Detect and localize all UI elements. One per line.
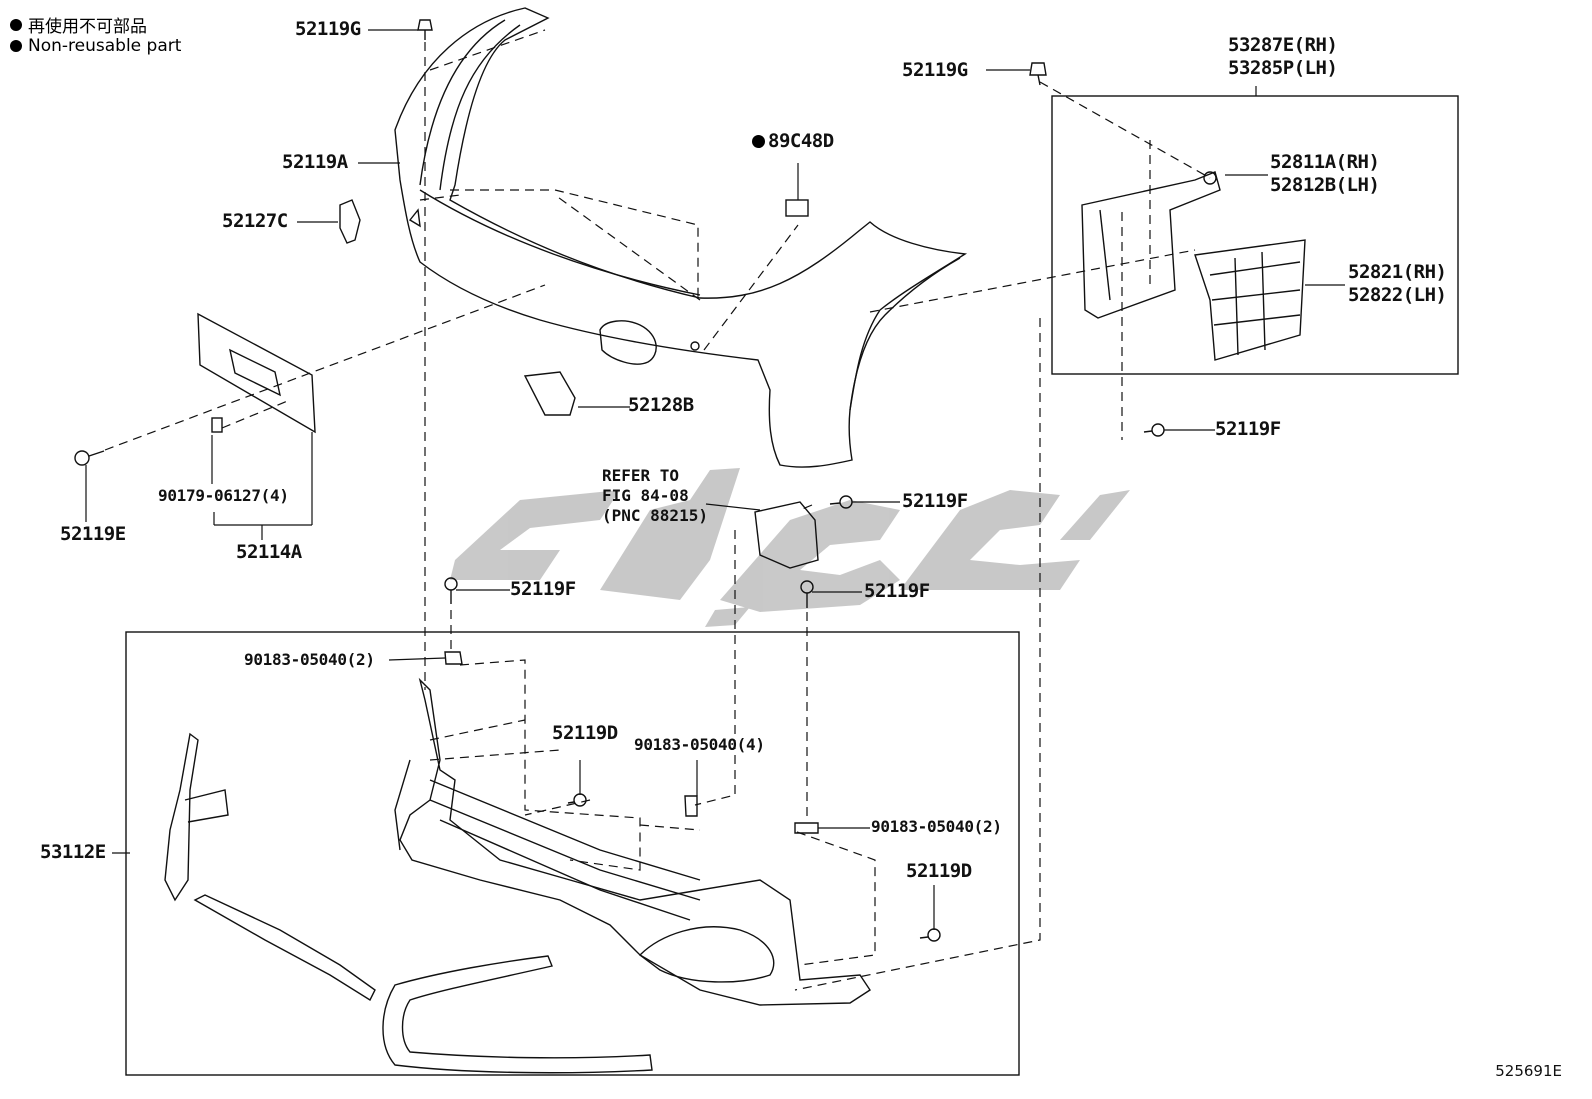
part-label-52119f-center[interactable]: 52119F bbox=[864, 580, 930, 602]
screw-52119f-right bbox=[1143, 423, 1165, 437]
watermark-logo bbox=[450, 468, 1130, 627]
part-label-52822[interactable]: 52822(LH) bbox=[1348, 284, 1447, 306]
lower-molding bbox=[382, 955, 653, 1074]
part-label-52119d-b[interactable]: 52119D bbox=[906, 860, 972, 882]
screw-52119e bbox=[74, 450, 105, 466]
screw-52119f-center bbox=[800, 580, 814, 608]
part-label-52119d-a[interactable]: 52119D bbox=[552, 722, 618, 744]
side-garnish-53112e bbox=[164, 732, 229, 902]
bullet-icon bbox=[10, 40, 22, 52]
part-label-52812b[interactable]: 52812B(LH) bbox=[1270, 174, 1380, 196]
part-label-53285p[interactable]: 53285P(LH) bbox=[1228, 57, 1338, 79]
bullet-icon bbox=[10, 18, 22, 31]
clip-90183-b bbox=[684, 795, 698, 817]
lower-grille-assembly bbox=[394, 677, 871, 1006]
clip-52127c bbox=[339, 199, 361, 244]
part-label-90183-c[interactable]: 90183-05040(2) bbox=[871, 817, 1002, 836]
upper-bumper-cover bbox=[394, 7, 968, 468]
part-label-52811a[interactable]: 52811A(RH) bbox=[1270, 151, 1380, 173]
screw-52119d-b bbox=[919, 928, 941, 942]
screw-52119f-left bbox=[444, 577, 458, 604]
side-bracket-52811a bbox=[1081, 171, 1221, 319]
lower-grille-box bbox=[125, 631, 1020, 1076]
part-label-52119f-mid[interactable]: 52119F bbox=[902, 490, 968, 512]
tab-89c48d bbox=[785, 199, 809, 217]
bracket-group-box bbox=[1051, 95, 1459, 375]
part-label-53287e[interactable]: 53287E(RH) bbox=[1228, 34, 1338, 56]
legend-row-english: Non-reusable part bbox=[10, 36, 181, 56]
part-label-90183-a[interactable]: 90183-05040(2) bbox=[244, 650, 375, 669]
screw-52119g-right bbox=[1029, 62, 1047, 86]
legend-english-text: Non-reusable part bbox=[28, 36, 182, 56]
legend-japanese-text: 再使用不可部品 bbox=[28, 17, 147, 37]
clip-90183-a bbox=[444, 651, 463, 665]
legend-row-japanese: 再使用不可部品 bbox=[10, 12, 147, 37]
part-label-52128b[interactable]: 52128B bbox=[628, 394, 694, 416]
part-label-52119g-right[interactable]: 52119G bbox=[902, 59, 968, 81]
part-label-52119f-right[interactable]: 52119F bbox=[1215, 418, 1281, 440]
screw-52119g-top bbox=[417, 19, 433, 40]
part-label-52119e[interactable]: 52119E bbox=[60, 523, 126, 545]
part-label-52821[interactable]: 52821(RH) bbox=[1348, 261, 1447, 283]
cap-52128b bbox=[523, 371, 576, 416]
part-label-52119a[interactable]: 52119A bbox=[282, 151, 348, 173]
diagram-id: 525691E bbox=[1495, 1062, 1562, 1080]
grille-insert-52821 bbox=[1194, 239, 1306, 361]
part-label-89c48d[interactable]: 89C48D bbox=[752, 130, 834, 152]
license-plate-bracket bbox=[197, 312, 316, 434]
refer-note[interactable]: REFER TO FIG 84-08 (PNC 88215) bbox=[602, 466, 708, 525]
part-label-52114a[interactable]: 52114A bbox=[236, 541, 302, 563]
center-bracket bbox=[754, 501, 819, 569]
dashed-guides bbox=[104, 29, 1211, 991]
lower-strip bbox=[193, 894, 376, 1002]
part-label-52119g-top[interactable]: 52119G bbox=[295, 18, 361, 40]
part-label-53112e[interactable]: 53112E bbox=[40, 841, 106, 863]
part-label-90183-b[interactable]: 90183-05040(4) bbox=[634, 735, 765, 754]
part-label-90179[interactable]: 90179-06127(4) bbox=[158, 486, 289, 505]
clip-90183-c bbox=[794, 822, 819, 834]
part-label-52127c[interactable]: 52127C bbox=[222, 210, 288, 232]
leader-lines bbox=[85, 29, 1345, 930]
part-label-52119f-left[interactable]: 52119F bbox=[510, 578, 576, 600]
